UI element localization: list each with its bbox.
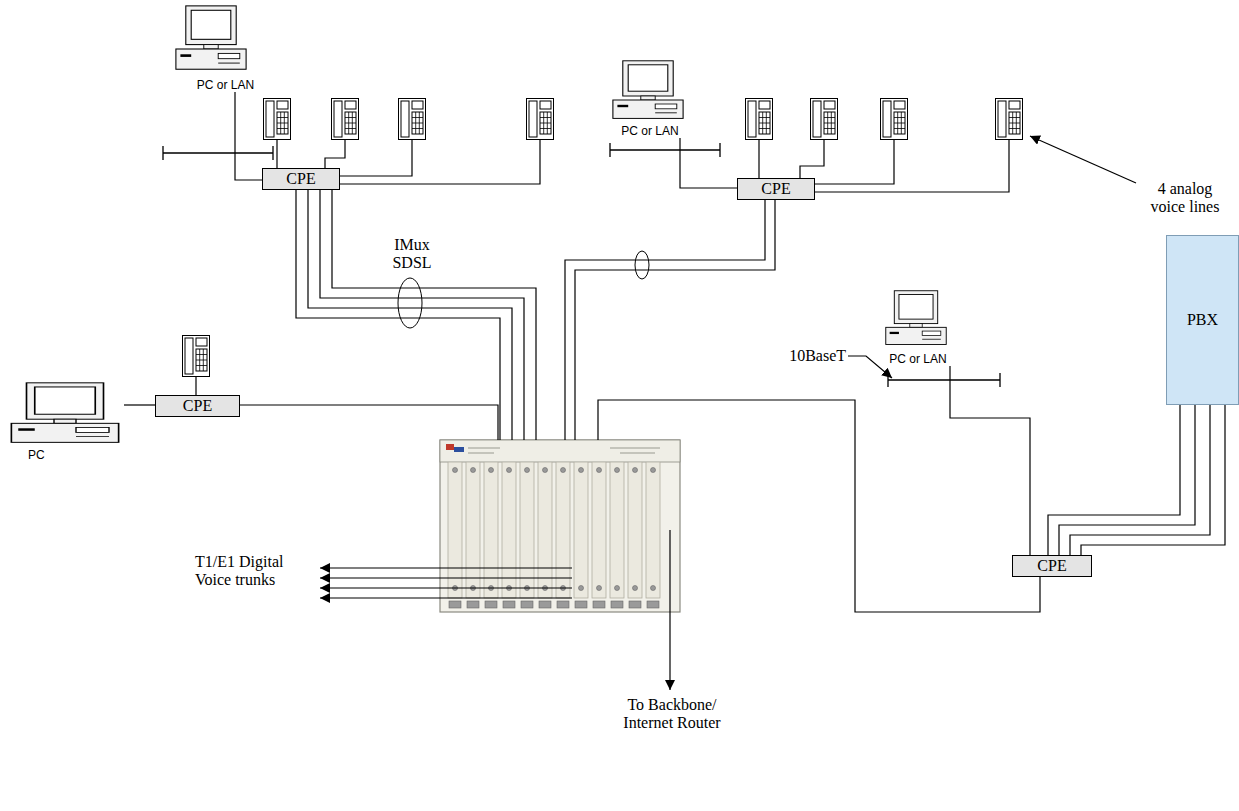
phone-icon bbox=[881, 99, 908, 140]
computer: PC or LAN bbox=[600, 58, 700, 138]
cpe-box: CPE bbox=[1012, 555, 1092, 577]
phone-icon bbox=[264, 99, 291, 140]
cpe-box: CPE bbox=[737, 178, 815, 200]
leader-arrow bbox=[1030, 136, 1136, 183]
bundle-ellipse bbox=[635, 251, 649, 279]
node-text: PC or LAN bbox=[621, 124, 678, 138]
computer-icon bbox=[613, 61, 683, 119]
phone-icon bbox=[332, 99, 359, 140]
connector-line bbox=[1048, 405, 1180, 555]
connector-line bbox=[680, 138, 737, 188]
connector-line bbox=[1070, 405, 1210, 555]
connector-line bbox=[950, 366, 1030, 555]
phone-icon bbox=[183, 336, 210, 377]
cable-label: 10BaseT bbox=[770, 347, 846, 365]
node-text: CPE bbox=[286, 170, 315, 188]
phone-icon bbox=[399, 99, 426, 140]
phone-icon bbox=[996, 99, 1023, 140]
computer: PC or LAN bbox=[168, 4, 283, 92]
node-text: CPE bbox=[761, 180, 790, 198]
phone-icon bbox=[746, 99, 773, 140]
connector-line bbox=[235, 92, 262, 180]
node-text: PC or LAN bbox=[889, 352, 946, 366]
cpe-box: CPE bbox=[262, 168, 340, 190]
connector-line bbox=[124, 404, 155, 405]
node-text: PC or LAN bbox=[197, 78, 254, 92]
cpe-box: CPE bbox=[155, 395, 240, 417]
connector-line bbox=[1059, 405, 1195, 555]
callout-label: 4 analog voice lines bbox=[1140, 180, 1230, 216]
computer: PC or LAN bbox=[872, 288, 964, 366]
trunk-label: T1/E1 Digital Voice trunks bbox=[195, 553, 307, 589]
node-text: CPE bbox=[1037, 557, 1066, 575]
leader-arrow bbox=[848, 356, 892, 378]
computer: PC bbox=[6, 380, 124, 462]
phone-icon bbox=[811, 99, 838, 140]
computer-icon bbox=[886, 291, 946, 345]
access-chassis bbox=[440, 440, 680, 612]
voice-wire bbox=[196, 140, 1009, 395]
pbx-box: PBX bbox=[1166, 235, 1239, 405]
uplink-label: To Backbone/ Internet Router bbox=[612, 696, 732, 732]
link-label: IMux SDSL bbox=[384, 236, 440, 272]
computer-icon bbox=[176, 6, 246, 69]
trunk-arrow bbox=[320, 568, 572, 598]
node-text: CPE bbox=[183, 397, 212, 415]
phone-icon bbox=[527, 99, 554, 140]
node-text: PBX bbox=[1187, 311, 1218, 329]
sdsl-line bbox=[240, 189, 1040, 612]
bundle-ellipse bbox=[398, 278, 422, 328]
lan-bus bbox=[163, 143, 1000, 387]
computer-icon bbox=[11, 383, 118, 443]
node-text: PC bbox=[28, 448, 45, 462]
connector-line bbox=[1081, 405, 1225, 555]
uplink-arrow bbox=[669, 530, 670, 690]
